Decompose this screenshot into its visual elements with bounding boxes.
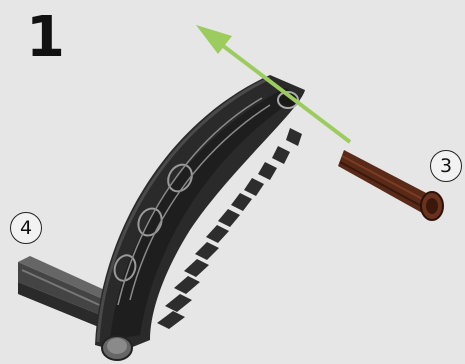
pin-part bbox=[338, 150, 443, 220]
callout-part-3: 3 bbox=[430, 150, 462, 182]
callout-part-4: 4 bbox=[10, 212, 42, 244]
callout-label: 4 bbox=[20, 217, 32, 239]
gear-rack-part bbox=[95, 75, 305, 360]
callout-label: 3 bbox=[440, 155, 452, 177]
